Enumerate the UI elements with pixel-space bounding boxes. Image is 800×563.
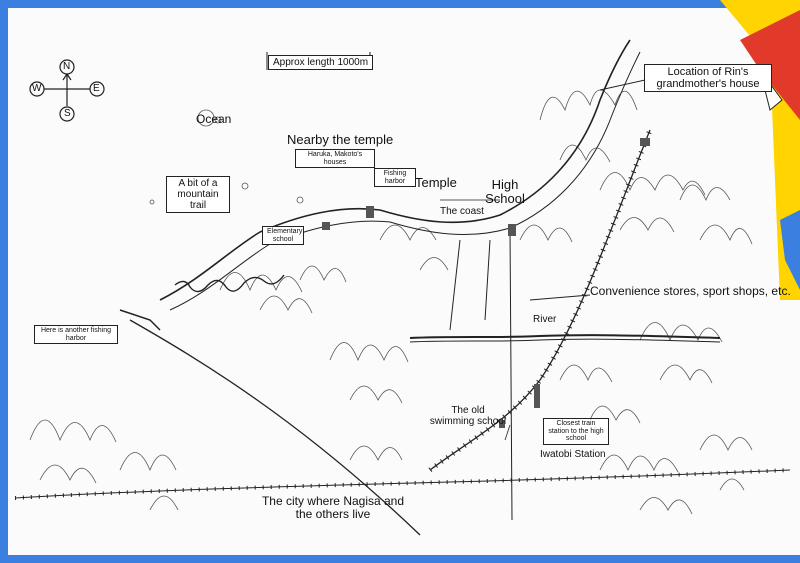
compass-s-circle: [59, 106, 75, 122]
temple-building: [366, 206, 374, 218]
compass: [29, 59, 105, 122]
iwatobi-station-building: [534, 384, 540, 408]
the-coast-label: The coast: [440, 206, 484, 217]
river-bank: [409, 338, 721, 343]
compass-west-label: W: [32, 83, 42, 94]
river-label: River: [533, 314, 557, 325]
islets: [149, 109, 304, 205]
iwatobi-station-label: Iwatobi Station: [540, 449, 606, 460]
compass-e-circle: [89, 81, 105, 97]
inland-road-b: [484, 239, 491, 321]
railway-west: [129, 319, 421, 536]
rin-leader-line: [599, 79, 646, 91]
swimming-school-building: [499, 420, 505, 428]
coast-road: [169, 51, 641, 311]
railway-east: [429, 129, 651, 471]
rin-grandmother-label: Location of Rin's grandmother's house: [644, 64, 772, 93]
compass-north-label: N: [63, 61, 71, 72]
mountain-trail-path: [174, 274, 285, 293]
old-swimming-school-label: The old swimming school: [429, 405, 507, 427]
elementary-school-label: Elementary school: [262, 226, 304, 246]
compass-w-circle: [29, 81, 45, 97]
city-nagisa-label: The city where Nagisa and the others liv…: [261, 494, 405, 522]
high-school-building: [508, 224, 516, 236]
closest-station-label: Closest train station to the high school: [543, 418, 609, 446]
haruka-makoto-label: Haruka, Makoto's houses: [295, 149, 375, 169]
compass-n-circle: [59, 59, 75, 75]
corner-blue-shape: [780, 210, 800, 290]
forest-hatching: [29, 89, 753, 515]
ocean-label: Ocean: [196, 112, 232, 126]
compass-south-label: S: [64, 108, 71, 119]
nearby-temple-label: Nearby the temple: [287, 132, 394, 147]
city-road-ties: [14, 468, 791, 500]
mountain-trail-label: A bit of a mountain trail: [166, 176, 230, 213]
convenience-stores-label: Convenience stores, sport shops, etc.: [590, 284, 791, 298]
fishing-harbor-label: Fishing harbor: [374, 168, 416, 188]
store-road: [529, 294, 591, 301]
fishing-harbor-wall: [119, 309, 161, 331]
inland-road-a: [449, 239, 461, 331]
river-line: [409, 334, 721, 339]
rin-house-marker: [640, 138, 650, 146]
scale-label: Approx length 1000m: [268, 55, 374, 70]
compass-east-label: E: [93, 83, 100, 94]
high-school-road: [509, 229, 513, 521]
high-school-label: High School: [485, 177, 525, 207]
another-harbor-label: Here is another fishing harbor: [34, 325, 118, 345]
coastline: [159, 39, 631, 301]
temple-label: Temple: [415, 175, 457, 190]
elementary-school-building: [322, 222, 330, 230]
